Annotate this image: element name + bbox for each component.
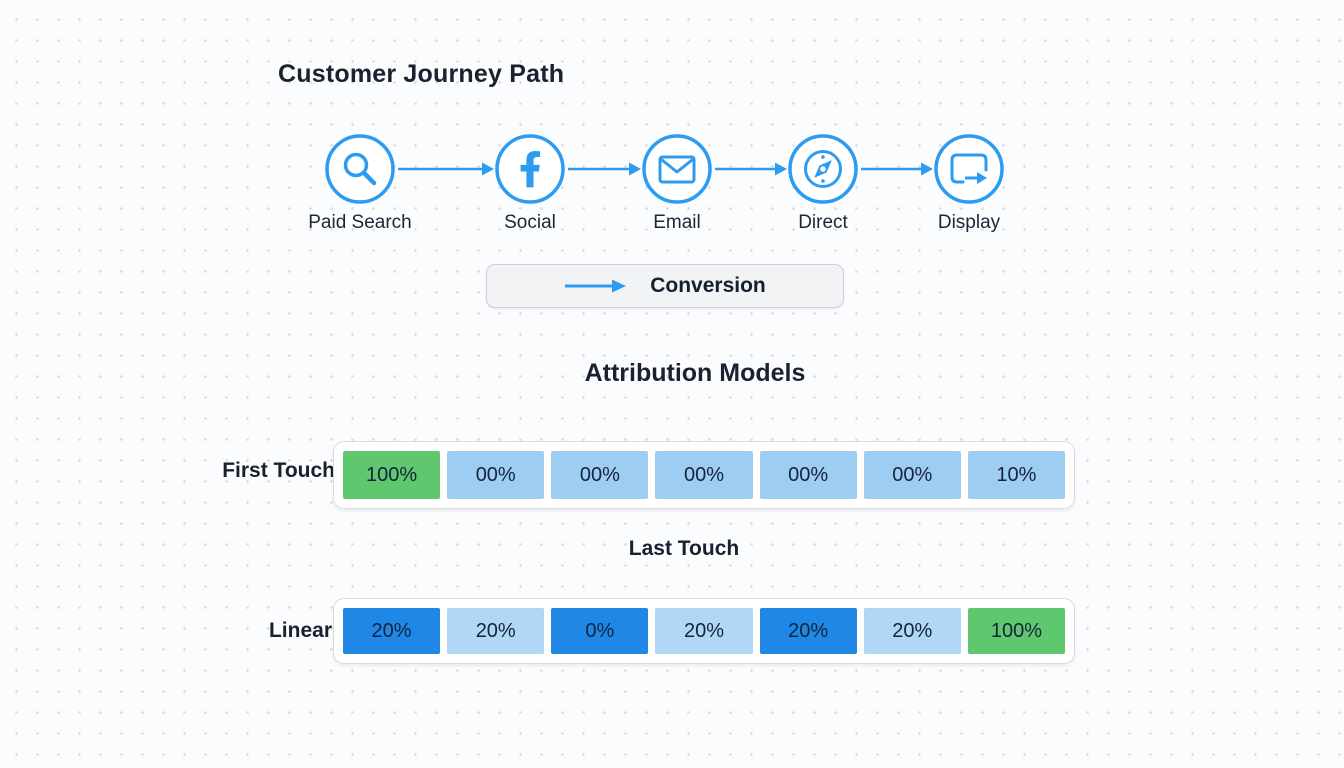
channel-label-email: Email <box>653 212 701 233</box>
row-label-first-touch: First Touch <box>222 459 335 482</box>
journey-diagram <box>325 134 1004 204</box>
compass-icon <box>788 134 858 204</box>
attribution-cell: 00% <box>759 451 857 499</box>
envelope-icon <box>642 134 712 204</box>
attribution-cell: 100% <box>343 451 441 499</box>
channel-label-social: Social <box>504 212 556 233</box>
conversion-arrow-icon <box>565 279 627 293</box>
screen-share-icon <box>934 134 1004 204</box>
row-label-linear: Linear <box>268 619 332 642</box>
journey-title: Customer Journey Path <box>278 60 565 88</box>
row-label-last-touch: Last Touch <box>628 537 740 560</box>
attribution-cell: 00% <box>863 451 961 499</box>
attribution-cell: 20% <box>447 608 545 654</box>
channel-label-display: Display <box>937 212 1001 233</box>
flow-arrow <box>861 162 933 176</box>
attribution-heading: Attribution Models <box>584 359 806 387</box>
attribution-row-first-touch: 100% 00% 00% 00% 00% 00% 10% <box>333 441 1075 509</box>
channel-label-direct: Direct <box>798 212 848 233</box>
attribution-cell: 100% <box>967 608 1065 654</box>
attribution-cell: 00% <box>447 451 545 499</box>
channel-label-paid-search: Paid Search <box>308 212 412 233</box>
search-icon <box>325 134 395 204</box>
attribution-cell: 0% <box>551 608 649 654</box>
attribution-cell: 20% <box>343 608 441 654</box>
attribution-cell: 20% <box>655 608 753 654</box>
attribution-cell: 00% <box>655 451 753 499</box>
attribution-cell: 20% <box>863 608 961 654</box>
attribution-cell: 20% <box>759 608 857 654</box>
facebook-icon <box>495 134 565 204</box>
conversion-label: Conversion <box>650 274 766 297</box>
flow-arrow <box>398 162 494 176</box>
flow-arrow <box>715 162 787 176</box>
attribution-row-linear: 20% 20% 0% 20% 20% 20% 100% <box>333 598 1075 664</box>
attribution-cell: 00% <box>551 451 649 499</box>
conversion-badge: Conversion <box>486 264 844 308</box>
flow-arrow <box>568 162 641 176</box>
attribution-cell: 10% <box>967 451 1065 499</box>
